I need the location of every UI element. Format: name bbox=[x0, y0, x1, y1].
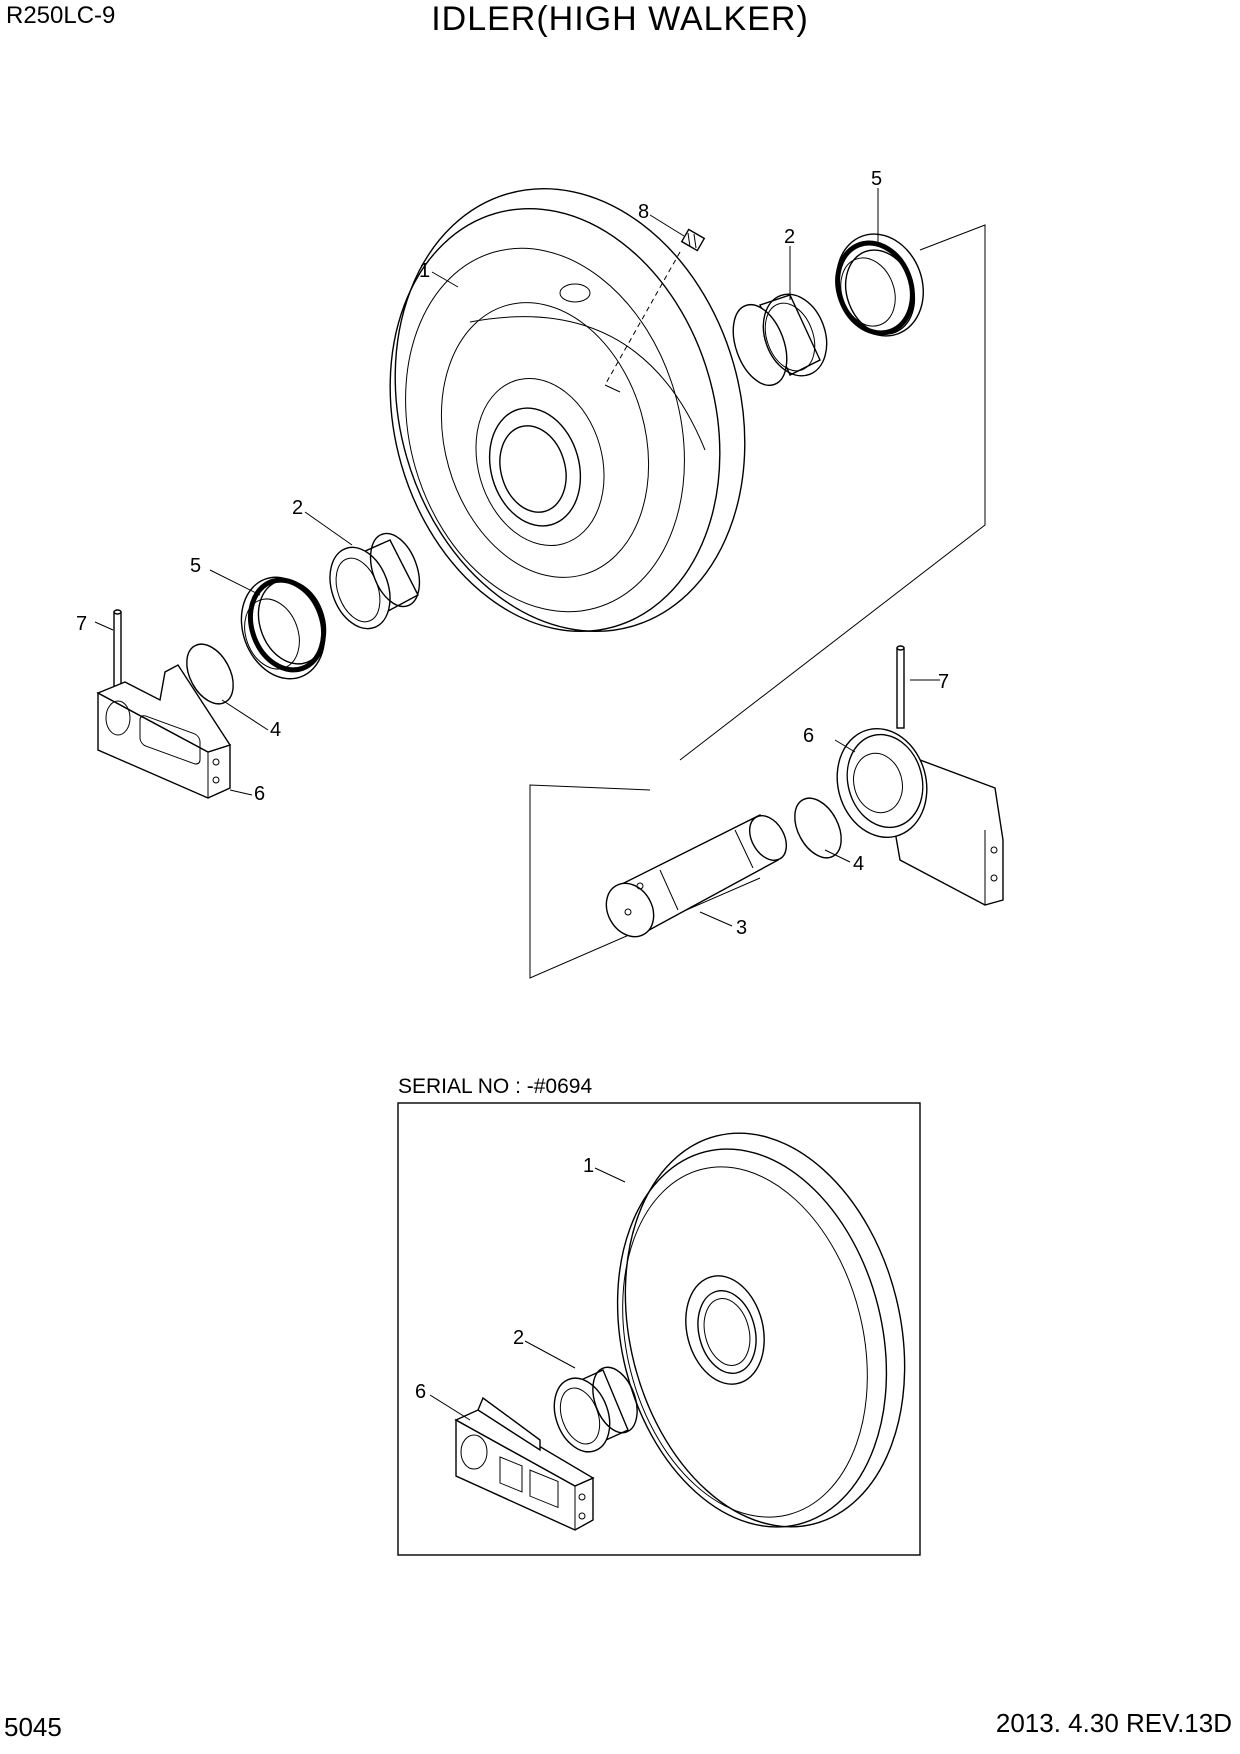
inset-idler-wheel-part-1 bbox=[616, 1132, 906, 1528]
callout-7-right: 7 bbox=[938, 671, 949, 693]
callout-5-upper: 5 bbox=[871, 168, 882, 190]
inset-callout-1: 1 bbox=[583, 1155, 594, 1177]
o-ring-part-4-right bbox=[794, 797, 842, 859]
serial-variant-inset-frame bbox=[397, 1102, 921, 1556]
bushing-part-2-lower bbox=[329, 532, 421, 630]
callout-4-right: 4 bbox=[853, 853, 864, 875]
callout-5-lower: 5 bbox=[190, 555, 201, 577]
support-block-part-6-left bbox=[96, 664, 232, 799]
callout-1: 1 bbox=[419, 260, 430, 282]
callout-2-lower: 2 bbox=[292, 497, 303, 519]
page-number: 5045 bbox=[4, 1712, 62, 1742]
page-title: IDLER(HIGH WALKER) bbox=[431, 0, 809, 38]
inset-bushing-part-2 bbox=[553, 1366, 638, 1453]
model-name: R250LC-9 bbox=[6, 2, 116, 29]
callout-6-right: 6 bbox=[803, 725, 814, 747]
callout-4-left: 4 bbox=[270, 719, 281, 741]
callout-leader-lines bbox=[94, 188, 940, 927]
pin-part-7-left bbox=[113, 609, 122, 693]
floating-seal-part-5-lower bbox=[240, 576, 327, 680]
inset-support-block-part-6 bbox=[454, 1396, 595, 1531]
idler-wheel-part-1 bbox=[389, 187, 746, 633]
shaft-part-3 bbox=[605, 814, 788, 938]
plug-part-8 bbox=[604, 228, 706, 393]
inset-callout-6: 6 bbox=[415, 1381, 426, 1403]
revision-date: 2013. 4.30 REV.13D bbox=[995, 1708, 1232, 1738]
callout-3: 3 bbox=[736, 917, 747, 939]
bushing-part-2-upper bbox=[732, 293, 828, 387]
support-block-part-6-right bbox=[836, 727, 1004, 906]
callout-8: 8 bbox=[638, 201, 649, 223]
callout-2-upper: 2 bbox=[784, 226, 795, 248]
floating-seal-part-5-upper bbox=[835, 233, 924, 337]
serial-number-label: SERIAL NO : -#0694 bbox=[398, 1075, 593, 1098]
inset-callout-leader-lines bbox=[429, 1167, 626, 1421]
callout-6-left: 6 bbox=[254, 783, 265, 805]
callout-7-left: 7 bbox=[76, 613, 87, 635]
pin-part-7-right bbox=[896, 645, 905, 729]
inset-callout-2: 2 bbox=[513, 1327, 524, 1349]
